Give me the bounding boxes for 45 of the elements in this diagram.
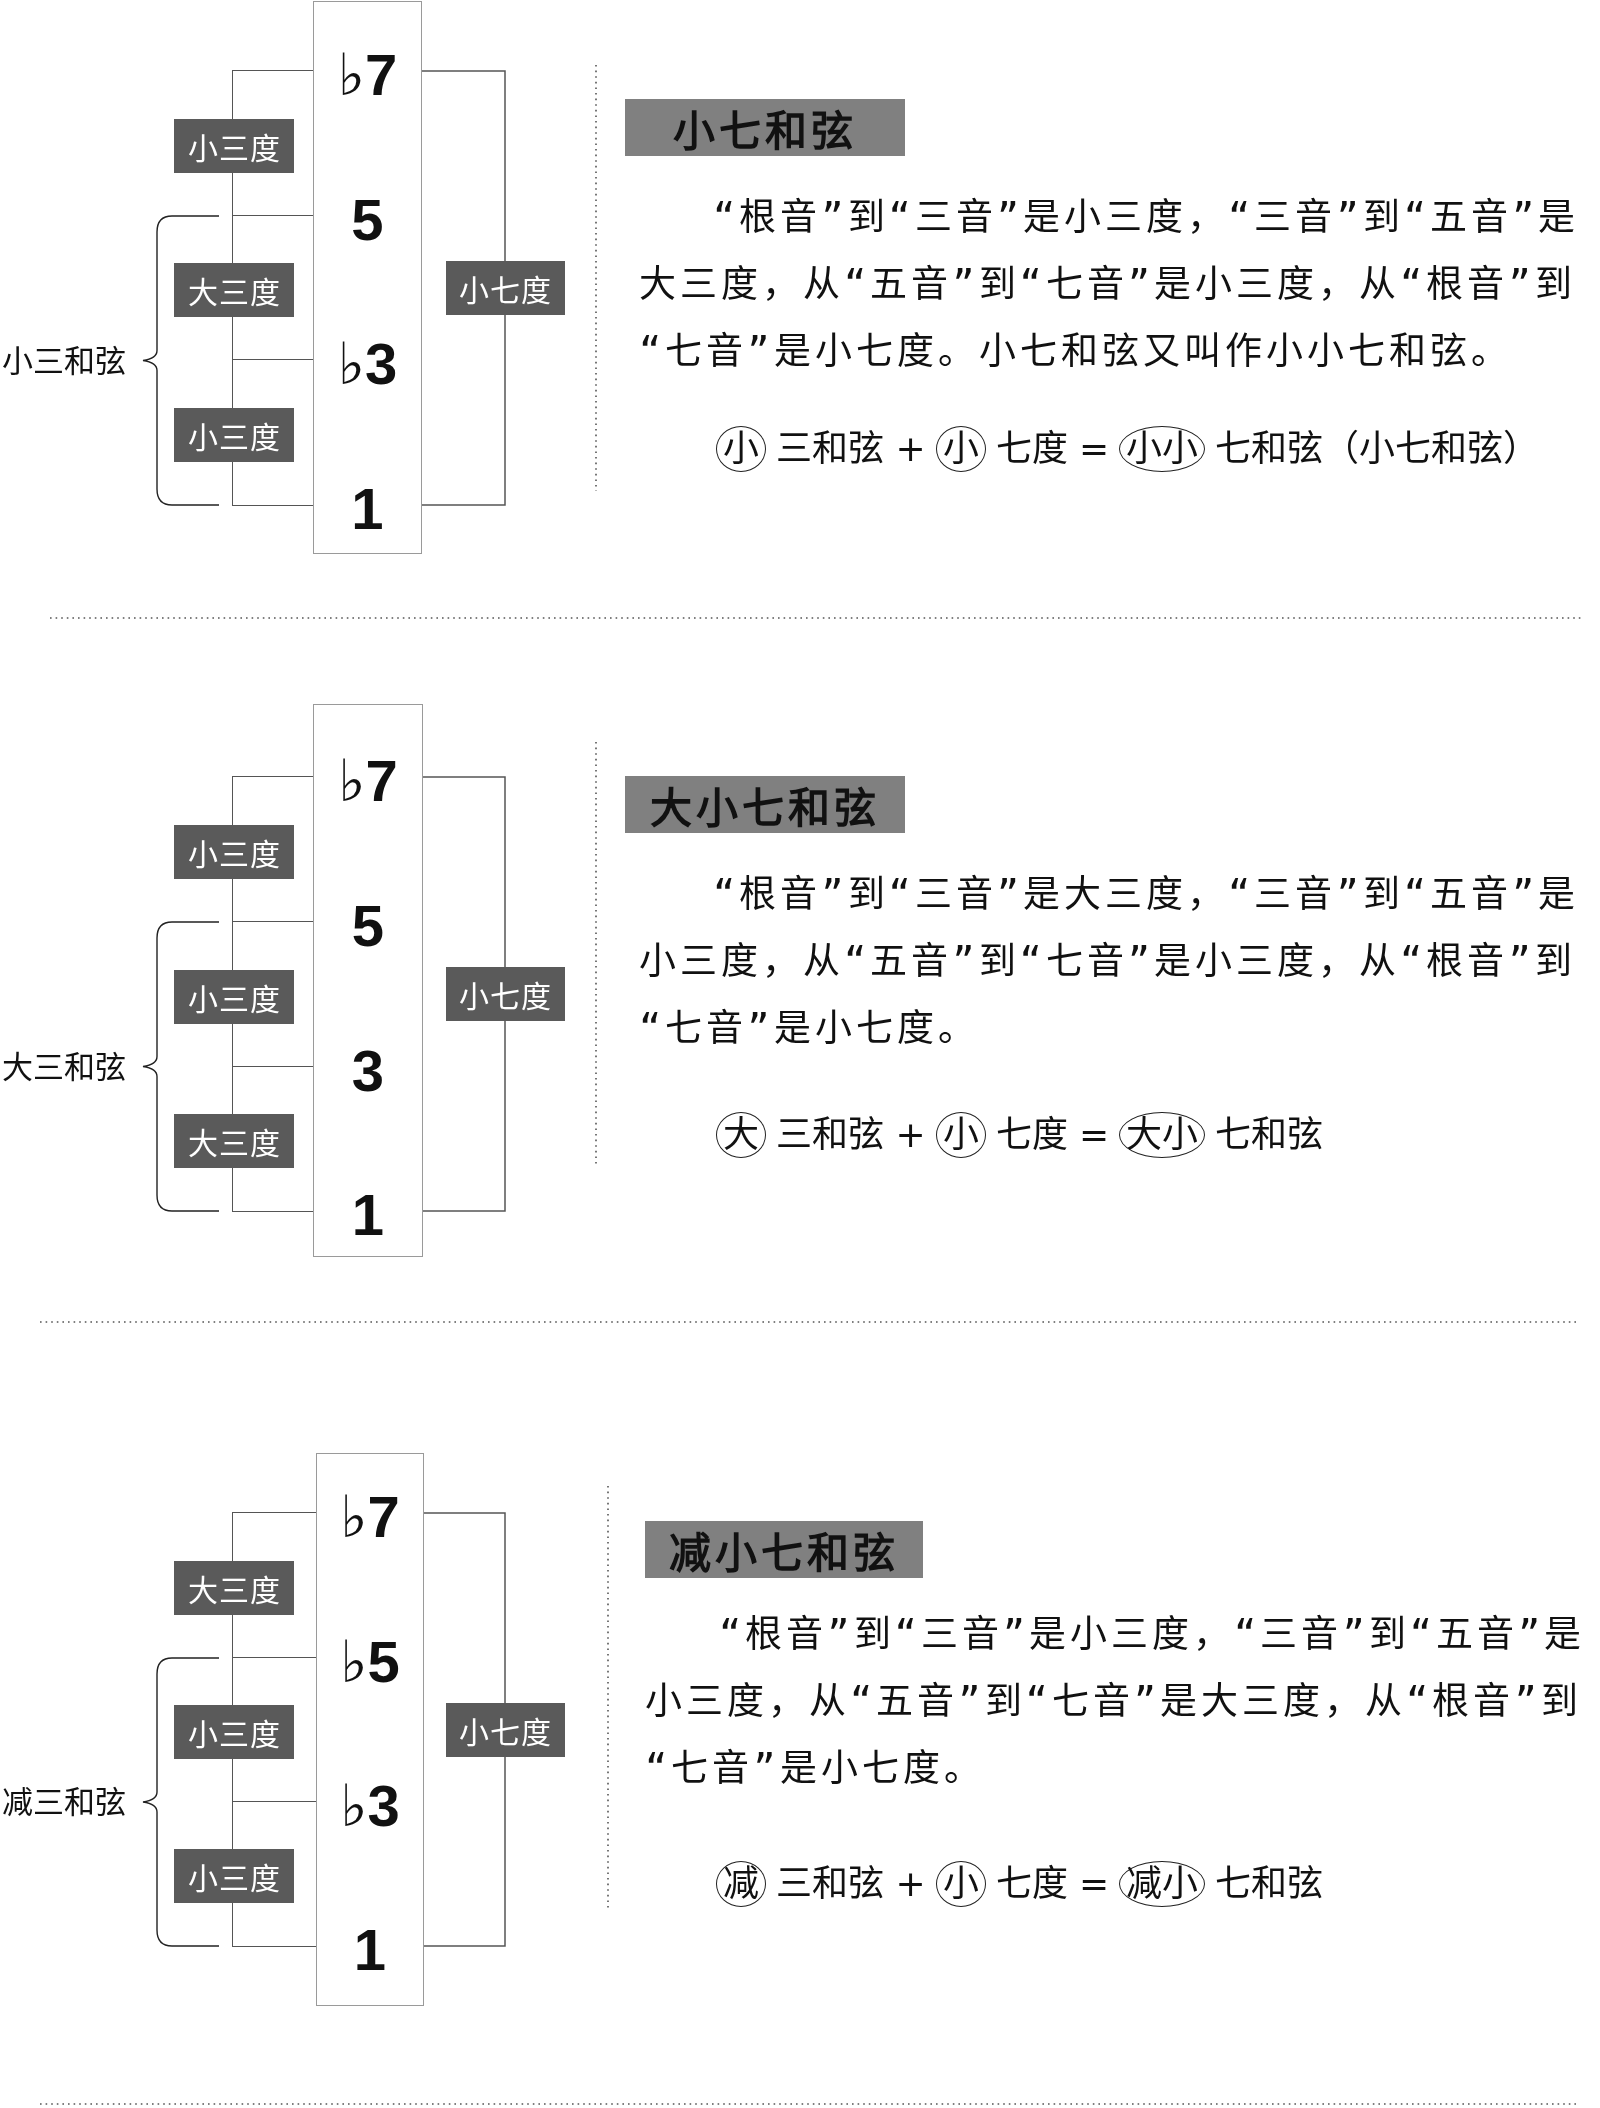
formula-text: 七和弦（小七和弦） — [1215, 427, 1540, 471]
interval-label: 小三度 — [174, 119, 294, 173]
formula-text: 三和弦 + — [776, 1862, 926, 1906]
interval-label: 大三度 — [174, 1114, 294, 1168]
formula-text: 三和弦 + — [776, 1113, 926, 1157]
description-paragraph: “根音”到“三音”是小三度，“三音”到“五音”是大三度，从“五音”到“七音”是小三度，从“根音”到“七音”是小七度。小七和弦又叫作小小七和弦。 — [639, 195, 1581, 375]
formula-text: 七和弦 — [1215, 1862, 1324, 1906]
interval-label: 小七度 — [446, 967, 565, 1021]
section-heading: 小七和弦 — [625, 99, 905, 156]
interval-label: 小三度 — [174, 1705, 294, 1759]
scale-degree: 1 — [352, 1918, 388, 1982]
section-heading: 减小七和弦 — [645, 1521, 923, 1578]
interval-label: 小三度 — [174, 825, 294, 879]
interval-label: 小三度 — [174, 408, 294, 462]
formula-text: 三和弦 + — [776, 427, 926, 471]
scale-degree-column — [313, 704, 423, 1257]
scale-degree: ♭3 — [339, 1774, 401, 1838]
scale-degree: ♭5 — [339, 1630, 401, 1694]
chord-name: 减三和弦 — [2, 1783, 126, 1822]
scale-degree: 5 — [350, 188, 385, 252]
chord-name: 大三和弦 — [2, 1047, 126, 1087]
scale-degree: ♭7 — [337, 749, 399, 813]
scale-degree-column — [316, 1453, 424, 2006]
scale-degree: 3 — [350, 1039, 386, 1103]
scale-degree: 1 — [350, 1183, 386, 1247]
description-paragraph: “根音”到“三音”是小三度，“三音”到“五音”是小三度，从“五音”到“七音”是大三度，从“根音”到“七音”是小七度。 — [645, 1612, 1587, 1792]
interval-label: 小七度 — [446, 261, 565, 315]
scale-degree: ♭3 — [336, 332, 399, 396]
interval-label: 大三度 — [174, 1561, 294, 1615]
scale-degree-column — [313, 1, 422, 554]
interval-label: 小三度 — [174, 970, 294, 1024]
interval-label: 小三度 — [174, 1849, 294, 1903]
scale-degree: ♭7 — [339, 1485, 401, 1549]
section-heading: 大小七和弦 — [625, 776, 905, 833]
formula-text: 七度 = — [995, 1862, 1110, 1906]
interval-label: 小七度 — [446, 1703, 565, 1757]
formula-text: 七度 = — [995, 427, 1110, 471]
scale-degree: ♭7 — [336, 43, 399, 107]
chord-name: 小三和弦 — [2, 341, 126, 381]
formula-text: 七和弦 — [1215, 1113, 1324, 1157]
description-paragraph: “根音”到“三音”是大三度，“三音”到“五音”是小三度，从“五音”到“七音”是小三度，从“根音”到“七音”是小七度。 — [639, 872, 1581, 1052]
scale-degree: 1 — [350, 477, 385, 541]
scale-degree: 5 — [350, 894, 386, 958]
interval-label: 大三度 — [174, 263, 294, 317]
formula-text: 七度 = — [995, 1113, 1110, 1157]
